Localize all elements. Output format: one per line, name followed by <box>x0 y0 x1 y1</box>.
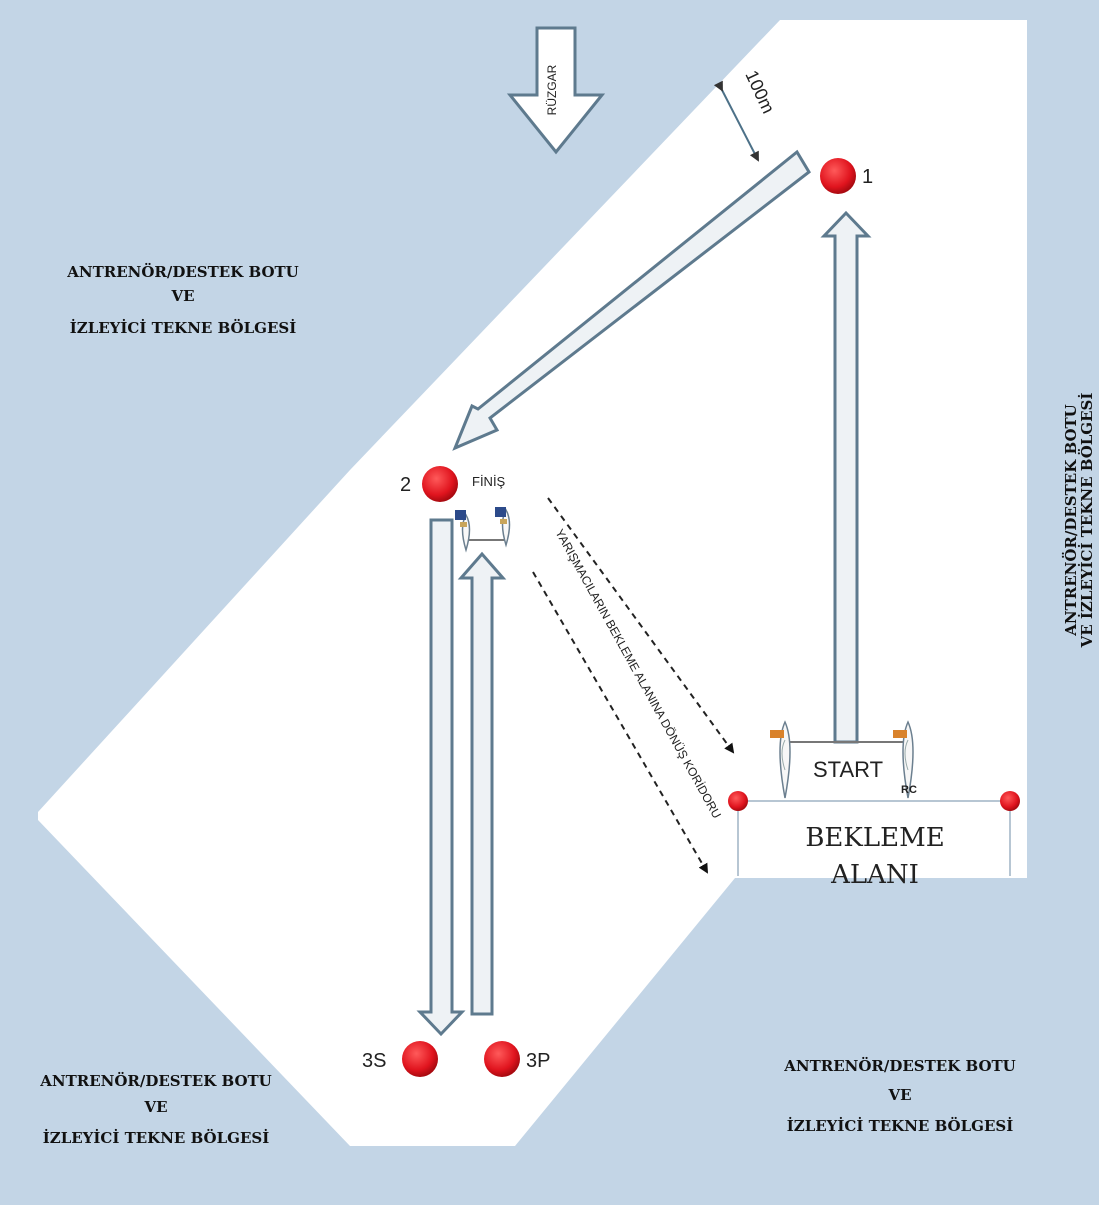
mark-2: 2 <box>400 466 458 502</box>
mark-2-label: 2 <box>400 474 411 496</box>
start-boat-right-icon <box>893 720 914 799</box>
start-line: START RC <box>770 720 917 799</box>
zone-bottom-left-line1: ANTRENÖR/DESTEK BOTU <box>39 1071 272 1090</box>
zone-right-line1: ANTRENÖR/DESTEK BOTU <box>1061 404 1080 637</box>
leg-arrow-1-to-2 <box>452 149 811 451</box>
waiting-area: BEKLEME ALANI <box>728 791 1020 890</box>
finish-line: FİNİŞ <box>455 474 511 553</box>
waiting-area-line2: ALANI <box>830 860 919 890</box>
zone-bottom-right: ANTRENÖR/DESTEK BOTU VE İZLEYİCİ TEKNE B… <box>783 1056 1016 1135</box>
wind-label: RÜZGAR <box>545 64 559 115</box>
finish-boat-left-icon <box>455 510 471 553</box>
zone-bottom-left-line3: İZLEYİCİ TEKNE BÖLGESİ <box>43 1128 270 1147</box>
leg-arrow-3p-to-finish <box>457 551 507 1016</box>
start-boat-left-icon <box>770 720 791 799</box>
zone-bottom-left: ANTRENÖR/DESTEK BOTU VE İZLEYİCİ TEKNE B… <box>39 1071 272 1147</box>
rc-label: RC <box>901 784 917 796</box>
leg-arrow-2-to-3s <box>416 518 466 1037</box>
waiting-area-buoy-left <box>728 791 748 811</box>
waiting-area-buoy-right <box>1000 791 1020 811</box>
leg-arrow-start-to-1 <box>820 210 872 744</box>
course-area <box>38 20 1027 1146</box>
zone-top-left-line2: VE <box>170 287 194 305</box>
wind-arrow: RÜZGAR <box>506 26 606 155</box>
waiting-area-line1: BEKLEME <box>805 823 944 853</box>
zone-right: ANTRENÖR/DESTEK BOTU VE İZLEYİCİ TEKNE B… <box>1061 393 1096 649</box>
mark-3p-label: 3P <box>526 1050 550 1072</box>
zone-bottom-left-line2: VE <box>143 1098 167 1116</box>
zone-top-left-line3: İZLEYİCİ TEKNE BÖLGESİ <box>70 318 297 337</box>
mark-1-label: 1 <box>862 166 873 188</box>
zone-bottom-right-line3: İZLEYİCİ TEKNE BÖLGESİ <box>787 1116 1014 1135</box>
zone-right-line2: VE İZLEYİCİ TEKNE BÖLGESİ <box>1077 393 1096 649</box>
zone-bottom-right-line1: ANTRENÖR/DESTEK BOTU <box>783 1056 1016 1075</box>
mark-3p: 3P <box>484 1041 550 1077</box>
zone-top-left-line1: ANTRENÖR/DESTEK BOTU <box>66 262 299 281</box>
finish-boat-right-icon <box>495 507 511 548</box>
mark-1: 1 <box>820 158 873 194</box>
zone-top-left: ANTRENÖR/DESTEK BOTU VE İZLEYİCİ TEKNE B… <box>66 262 299 337</box>
start-label: START <box>813 757 883 782</box>
mark-3s-label: 3S <box>362 1050 386 1072</box>
mark-3s: 3S <box>362 1041 438 1077</box>
zone-bottom-right-line2: VE <box>887 1086 911 1104</box>
finish-label: FİNİŞ <box>472 474 506 489</box>
